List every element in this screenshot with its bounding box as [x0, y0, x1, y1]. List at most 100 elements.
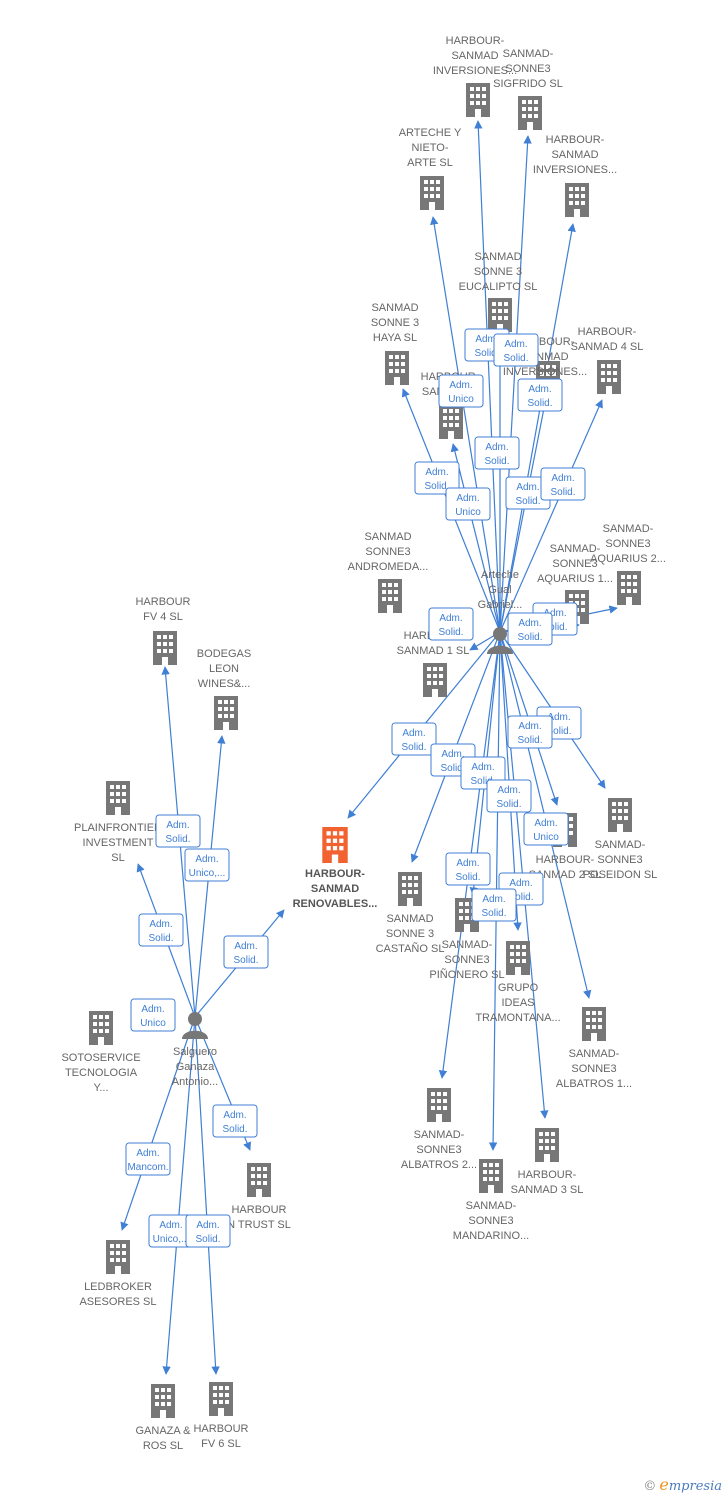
company-label: HARBOUR- [518, 1169, 577, 1181]
relation-text: Solid. [508, 892, 533, 903]
relation-text: Adm. [141, 1004, 164, 1015]
relation-label-r23[interactable]: Adm.Solid. [155, 814, 201, 848]
focus-company-label: RENOVABLES... [293, 898, 378, 910]
company-label: SONNE3 [416, 1144, 461, 1156]
company-label: SONNE3 [505, 63, 550, 75]
relation-label-r29[interactable]: Adm.Mancom. [125, 1142, 171, 1176]
building-icon [518, 96, 542, 130]
company-label: HARBOUR- [578, 326, 637, 338]
relations-layer: Adm.Solid.Adm.Solid.Adm.UnicoAdm.Solid.A… [125, 328, 586, 1248]
relation-label-r17[interactable]: Adm.Solid. [486, 779, 532, 813]
person-node-p1[interactable]: ArtecheGualGabriel... [478, 569, 523, 654]
relation-box [445, 487, 491, 521]
relation-text: Unico [448, 394, 474, 405]
relation-text: Adm. [136, 1148, 159, 1159]
company-node-c1[interactable]: HARBOUR-SANMADINVERSIONES... [433, 35, 517, 117]
company-label: INVERSIONES... [503, 366, 587, 378]
company-node-c4[interactable]: HARBOUR-SANMADINVERSIONES... [533, 134, 617, 217]
relation-label-r24[interactable]: Adm.Unico,... [184, 848, 230, 882]
building-icon [535, 1128, 559, 1162]
relation-label-r8[interactable]: Adm.Solid. [540, 467, 586, 501]
company-label: SANMAD- [466, 1200, 517, 1212]
relation-label-r26[interactable]: Adm.Solid. [223, 935, 269, 969]
relation-label-r27[interactable]: Adm.Unico [130, 998, 176, 1032]
relation-label-r14[interactable]: Adm.Solid. [507, 715, 553, 749]
relation-box [155, 814, 201, 848]
company-label: SIGFRIDO SL [493, 78, 563, 90]
relation-label-r25[interactable]: Adm.Solid. [138, 913, 184, 947]
company-label: INVERSIONES... [433, 65, 517, 77]
company-node-c29[interactable]: GANAZA & ROS SL [135, 1384, 191, 1452]
company-node-c23[interactable]: SOTOSERVICETECNOLOGIAY... [61, 1011, 141, 1094]
company-label: CASTAÑO SL [376, 942, 445, 955]
relation-text: Solid. [438, 627, 463, 638]
relation-label-r22[interactable]: Adm.Solid. [428, 607, 474, 641]
relation-label-r6[interactable]: Adm.Solid. [414, 461, 460, 495]
person-icon [182, 1012, 208, 1039]
relation-label-r31[interactable]: Adm.Solid. [185, 1214, 231, 1248]
building-icon [617, 571, 641, 605]
relation-text: Adm. [534, 818, 557, 829]
relation-text: Solid. [401, 742, 426, 753]
company-label: SANMAD- [503, 48, 554, 60]
person-node-p2[interactable]: SalgueroGanazaAntonio... [172, 1012, 218, 1088]
company-node-c25[interactable]: HARBOUR- SANMAD 3 SL [511, 1128, 584, 1196]
relation-label-r3[interactable]: Adm.Unico [438, 374, 484, 408]
relation-label-r11[interactable]: Adm.Solid. [507, 612, 553, 646]
company-label: HARBOUR [193, 1423, 248, 1435]
company-node-c26[interactable]: SANMAD-SONNE3MANDARINO... [453, 1159, 529, 1242]
building-icon [488, 298, 512, 332]
relation-label-r5[interactable]: Adm.Solid. [474, 436, 520, 470]
company-node-c21[interactable]: GRUPOIDEASTRAMONTANA... [475, 941, 561, 1024]
company-label: SANMAD- [569, 1048, 620, 1060]
relation-text: Adm. [149, 919, 172, 930]
focus-company-node[interactable]: HARBOUR-SANMADRENOVABLES... [293, 827, 378, 910]
relation-label-r9[interactable]: Adm.Unico [445, 487, 491, 521]
edge-p1-c4 [499, 223, 576, 633]
company-label: SANMAD- [414, 1129, 465, 1141]
company-label: AQUARIUS 2... [590, 553, 666, 565]
relation-box [445, 852, 491, 886]
relation-text: Solid. [440, 763, 465, 774]
company-label: SOTOSERVICE [61, 1052, 140, 1064]
relation-label-r18[interactable]: Adm.Unico [523, 812, 569, 846]
edge-p1-c7 [499, 397, 549, 633]
relation-label-r19[interactable]: Adm.Solid. [445, 852, 491, 886]
company-label: SANMAD 3 SL [511, 1184, 584, 1196]
relation-label-r21[interactable]: Adm.Solid. [471, 888, 517, 922]
relation-box [517, 378, 563, 412]
relation-text: Solid. [222, 1124, 247, 1135]
building-icon [151, 1384, 175, 1418]
relation-text: Adm. [159, 1220, 182, 1231]
company-label: ROS SL [143, 1440, 183, 1452]
relation-label-r2[interactable]: Adm.Solid. [493, 333, 539, 367]
company-node-c18[interactable]: HARBOUR-SANMAD 2 SL [529, 813, 602, 881]
company-node-c15[interactable]: BODEGASLEONWINES&... [197, 648, 251, 730]
company-node-c8[interactable]: HARBOUR-SANMAD 4 SL [571, 326, 644, 394]
relation-label-r12[interactable]: Adm.Solid. [391, 722, 437, 756]
company-label: NIETO- [411, 142, 448, 154]
relation-label-r4[interactable]: Adm.Solid. [517, 378, 563, 412]
relation-text: Solid. [474, 348, 499, 359]
company-node-c10[interactable]: SANMADSONNE3ANDROMEDA... [348, 531, 429, 613]
relation-text: Adm. [234, 941, 257, 952]
relation-box [523, 812, 569, 846]
relation-label-r28[interactable]: Adm.Solid. [212, 1104, 258, 1138]
company-label: GANAZA & [135, 1425, 191, 1437]
